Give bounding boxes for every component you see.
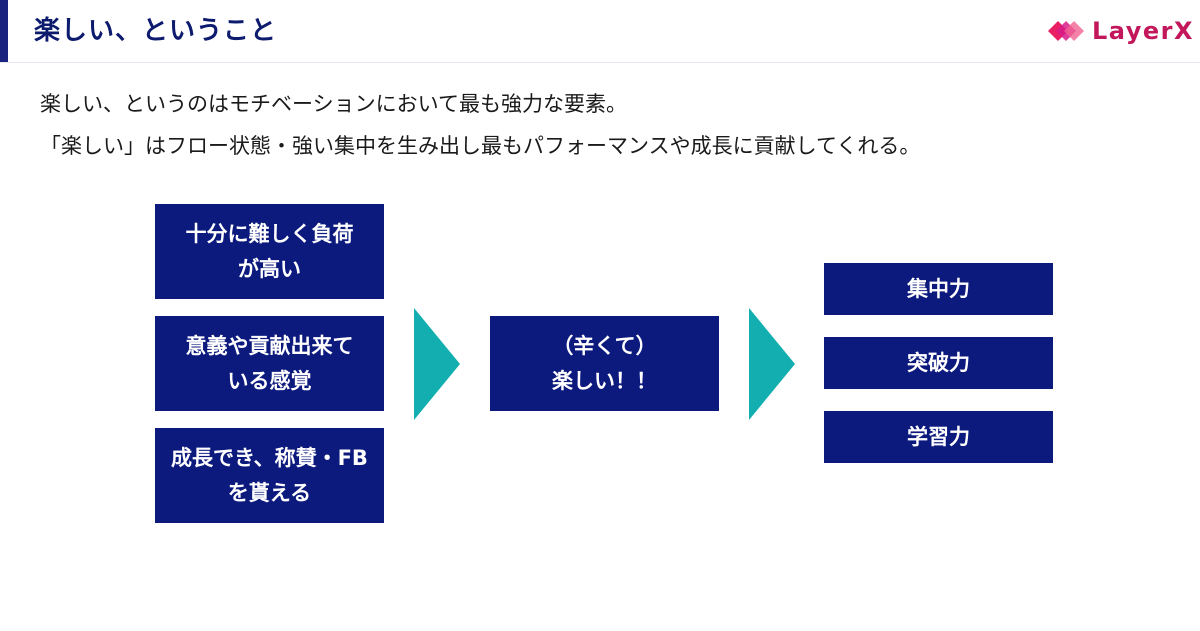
- input-box-meaning-line2: いる感覚: [227, 368, 312, 393]
- lead-text-1: 楽しい、というのはモチベーションにおいて最も強力な要素。: [40, 92, 627, 116]
- center-box-line2: 楽しい！！: [552, 368, 657, 393]
- input-box-challenge-line2: が高い: [238, 256, 301, 281]
- input-box-challenge-line1: 十分に難しく負荷: [185, 221, 354, 246]
- page-title: 楽しい、ということ: [34, 16, 278, 46]
- flow-arrow-1: [414, 308, 460, 420]
- center-box-fun: （辛くて） 楽しい！！: [490, 316, 719, 411]
- output-box-breakthrough-label: 突破力: [907, 350, 970, 375]
- output-box-learning-label: 学習力: [907, 424, 970, 449]
- output-box-focus: 集中力: [824, 263, 1053, 315]
- logo-text: LayerX: [1091, 17, 1194, 45]
- layerx-logo: LayerX: [1044, 14, 1194, 48]
- header-divider: [0, 62, 1200, 63]
- center-box-line1: （辛くて）: [552, 333, 657, 358]
- layerx-logo-icon: [1047, 21, 1084, 41]
- output-box-focus-label: 集中力: [907, 276, 970, 301]
- output-box-learning: 学習力: [824, 411, 1053, 463]
- input-box-growth-line1: 成長でき、称賛・FB: [171, 445, 368, 470]
- input-box-meaning: 意義や貢献出来て いる感覚: [155, 316, 384, 411]
- output-box-breakthrough: 突破力: [824, 337, 1053, 389]
- input-box-meaning-line1: 意義や貢献出来て: [185, 333, 354, 358]
- lead-text-2: 「楽しい」はフロー状態・強い集中を生み出し最もパフォーマンスや成長に貢献してくれ…: [40, 134, 921, 158]
- input-box-growth-line2: を貰える: [227, 480, 312, 505]
- input-box-growth: 成長でき、称賛・FB を貰える: [155, 428, 384, 523]
- title-accent-bar: [0, 0, 8, 62]
- flow-arrow-2: [749, 308, 795, 420]
- input-box-challenge: 十分に難しく負荷 が高い: [155, 204, 384, 299]
